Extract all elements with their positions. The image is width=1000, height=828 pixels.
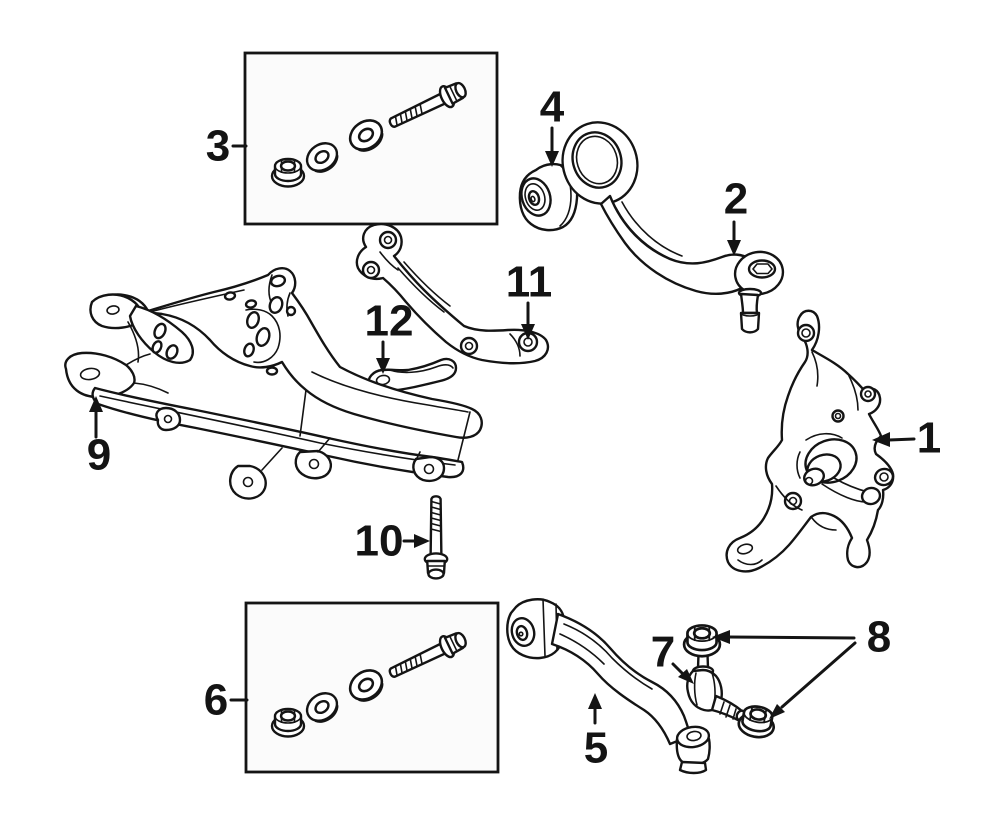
callout-7-label: 7 (651, 628, 675, 677)
callout-11-arrowhead (521, 324, 535, 340)
callout-2-arrowhead (727, 240, 741, 256)
callout-9-label: 9 (87, 431, 111, 480)
kit-nut (270, 157, 306, 188)
callout-9-arrowhead (89, 396, 103, 412)
callout-1-line (886, 437, 916, 442)
callout-5-label: 5 (584, 724, 608, 773)
callout-8-arrowhead (769, 704, 785, 719)
subframe-foot (412, 455, 446, 482)
upper-control-arm (561, 121, 785, 334)
callout-8-label: 8 (867, 613, 891, 662)
callout-2-label: 2 (724, 175, 748, 224)
callout-7-arrowhead (678, 669, 694, 684)
callout-7-line (671, 662, 684, 675)
vertical-bolt (423, 495, 449, 580)
control-arm-bushing (518, 162, 579, 232)
callout-9: 9 (87, 396, 111, 480)
lower-nut (735, 702, 779, 742)
steering-knuckle (725, 309, 895, 573)
knuckle-outline (725, 309, 895, 573)
callout-7: 7 (651, 628, 694, 684)
callout-3-label: 3 (206, 122, 230, 171)
callout-12-arrowhead (376, 358, 390, 374)
callout-5: 5 (584, 693, 608, 773)
callout-1-arrowhead (872, 432, 890, 447)
callout-4-arrowhead (545, 151, 559, 167)
callout-10-label: 10 (355, 517, 404, 566)
subframe-tab (155, 406, 182, 432)
callout-1: 1 (872, 414, 941, 463)
callout-12: 12 (365, 297, 414, 374)
support-brace (355, 223, 550, 365)
ball-joint (686, 650, 747, 722)
hardware-kit-box-lower (244, 601, 500, 774)
callout-2: 2 (724, 175, 748, 256)
knuckle-bushing-cylinder (873, 467, 895, 487)
callout-6-label: 6 (204, 676, 228, 725)
callout-11-label: 11 (506, 258, 553, 307)
callout-8-line (726, 635, 856, 640)
upper-nut (682, 624, 722, 658)
knuckle-bushing-cylinder (860, 486, 882, 506)
hardware-kit-box-upper (243, 51, 499, 226)
callout-4-label: 4 (540, 83, 565, 132)
callout-10-arrowhead (414, 534, 430, 548)
subframe-foot (294, 449, 332, 480)
subframe-crossmember (64, 267, 483, 500)
subframe-foot (229, 464, 267, 500)
callout-11: 11 (506, 258, 553, 340)
callout-1-label: 1 (917, 414, 941, 463)
callout-5-arrowhead (588, 693, 602, 709)
callout-6: 6 (204, 676, 249, 725)
lower-control-arm (506, 598, 711, 775)
callout-8: 8 (712, 613, 891, 719)
subframe-upper-body (93, 267, 483, 439)
callout-4: 4 (540, 83, 565, 167)
callout-3: 3 (206, 122, 248, 171)
kit-nut (270, 707, 306, 738)
callout-8-line (780, 641, 857, 709)
callout-12-label: 12 (365, 297, 414, 346)
mount-bolt (423, 495, 449, 580)
callout-10: 10 (355, 517, 430, 566)
callout-8-arrowhead (712, 630, 730, 644)
